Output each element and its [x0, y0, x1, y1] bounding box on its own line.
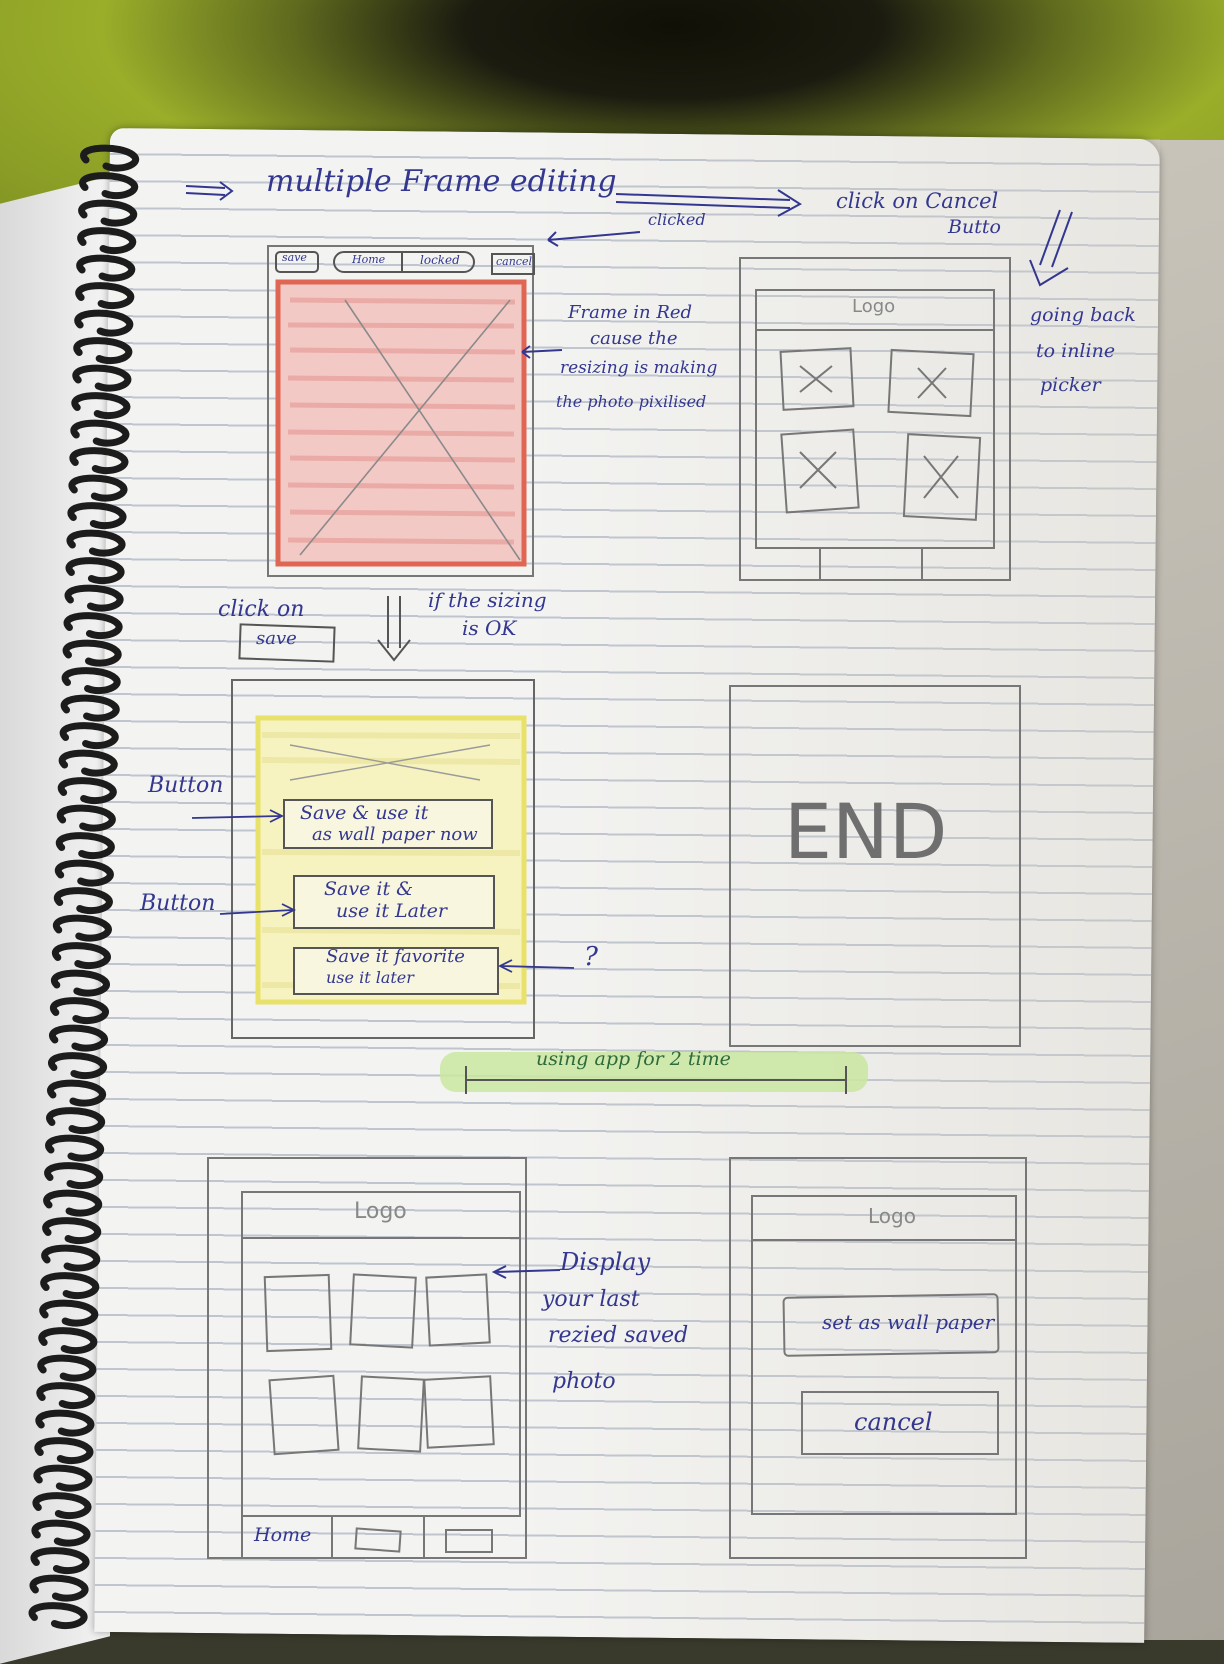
spiral-coil: [50, 969, 110, 997]
spiral-coil: [62, 639, 122, 667]
tab-home: Home: [254, 1524, 312, 1546]
question-mark: ?: [584, 942, 598, 972]
top-save-button: save: [282, 251, 307, 264]
spiral-coil: [58, 749, 118, 777]
going-back-note-line3: picker: [1040, 374, 1101, 396]
top-cancel-button: cancel: [496, 255, 532, 268]
display-note-line2: your last: [542, 1287, 640, 1312]
sketch-title: multiple Frame editing: [266, 164, 617, 199]
spiral-coil: [80, 144, 140, 172]
save-box-label: save: [256, 628, 297, 649]
spiral-coil: [31, 1519, 91, 1547]
wallpaper-screen-logo: Logo: [868, 1204, 916, 1228]
spiral-coil: [70, 419, 130, 447]
click-on-label: click on: [218, 597, 305, 622]
spiral-coil: [49, 997, 110, 1025]
spiral-coil: [61, 667, 121, 695]
save-favorite-line2: use it later: [326, 968, 414, 987]
spiral-coil: [79, 172, 139, 200]
spiral-coil: [39, 1299, 99, 1327]
spiral-coil: [30, 1547, 90, 1575]
spiral-coil: [63, 612, 123, 640]
spiral-coil: [41, 1244, 101, 1272]
spiral-coil: [65, 557, 125, 585]
spiral-coil: [51, 942, 111, 970]
spiral-coil: [48, 1024, 109, 1052]
top-home-button: Home: [352, 253, 386, 266]
grid-logo: Logo: [354, 1199, 407, 1224]
going-back-note-line2: to inline: [1036, 340, 1116, 362]
timeline-label: using app for 2 time: [536, 1048, 731, 1070]
spiral-binding: [28, 144, 140, 1630]
spiral-coil: [74, 309, 134, 337]
spiral-coil: [33, 1464, 93, 1492]
spiral-coil: [36, 1382, 96, 1410]
spiral-coil: [73, 337, 133, 365]
spiral-coil: [40, 1272, 100, 1300]
cancel-button: cancel: [854, 1408, 933, 1436]
end-text: END: [784, 787, 948, 876]
spiral-coil: [71, 392, 131, 420]
spiral-coil: [64, 584, 124, 612]
frame-red-note-line2: cause the: [590, 328, 678, 349]
spiral-coil: [52, 914, 112, 942]
spiral-coil: [53, 887, 113, 915]
spiral-coil: [54, 859, 114, 887]
spiral-coil: [55, 832, 115, 860]
spiral-coil: [66, 529, 126, 557]
spiral-coil: [48, 1052, 108, 1080]
picker-logo: Logo: [852, 296, 896, 317]
frame-red-note-line3: resizing is making: [560, 358, 718, 378]
spiral-coil: [59, 722, 119, 750]
button-annotation-2: Button: [140, 891, 216, 916]
sizing-ok-line1: if the sizing: [428, 588, 547, 612]
set-wallpaper-button: set as wall paper: [822, 1310, 995, 1334]
spiral-coil: [60, 694, 120, 722]
spiral-coil: [76, 254, 136, 282]
spiral-coil: [46, 1107, 106, 1135]
spiral-coil: [78, 199, 138, 227]
going-back-note-line1: going back: [1030, 304, 1136, 326]
save-use-later-line1: Save it &: [324, 878, 414, 900]
spiral-coil: [35, 1409, 95, 1437]
spiral-coil: [37, 1354, 97, 1382]
spiral-coil: [43, 1189, 103, 1217]
display-note-line1: Display: [560, 1248, 651, 1276]
click-cancel-note-line1: click on Cancel: [836, 189, 999, 213]
spiral-coil: [77, 227, 137, 255]
clicked-note: clicked: [648, 210, 706, 229]
save-use-now-line2: as wall paper now: [312, 824, 478, 845]
display-note-line3: rezied saved: [548, 1323, 689, 1348]
top-locked-button: locked: [420, 253, 460, 267]
spiral-coil: [45, 1134, 105, 1162]
spiral-coil: [44, 1162, 104, 1190]
click-cancel-note-line2: Butto: [948, 216, 1001, 238]
spiral-coil: [34, 1437, 94, 1465]
save-use-later-line2: use it Later: [336, 900, 447, 922]
sizing-ok-line2: is OK: [462, 616, 517, 640]
frame-red-note-line4: the photo pixilised: [556, 392, 707, 411]
save-use-now-line1: Save & use it: [300, 802, 429, 824]
spiral-coil: [28, 1602, 88, 1630]
save-favorite-line1: Save it favorite: [326, 946, 465, 967]
spiral-coil: [72, 364, 132, 392]
spiral-coil: [67, 502, 127, 530]
spiral-coil: [42, 1217, 102, 1245]
spiral-coil: [75, 282, 135, 310]
button-annotation-1: Button: [148, 773, 224, 798]
spiral-coil: [47, 1079, 107, 1107]
spiral-coil: [68, 474, 128, 502]
spiral-coil: [57, 777, 117, 805]
spiral-coil: [69, 447, 129, 475]
frame-red-note-line1: Frame in Red: [568, 302, 693, 323]
spiral-coil: [29, 1574, 89, 1602]
spiral-coil: [38, 1327, 98, 1355]
spiral-coil: [56, 804, 116, 832]
spiral-coil: [32, 1492, 92, 1520]
display-note-line4: photo: [552, 1369, 616, 1394]
